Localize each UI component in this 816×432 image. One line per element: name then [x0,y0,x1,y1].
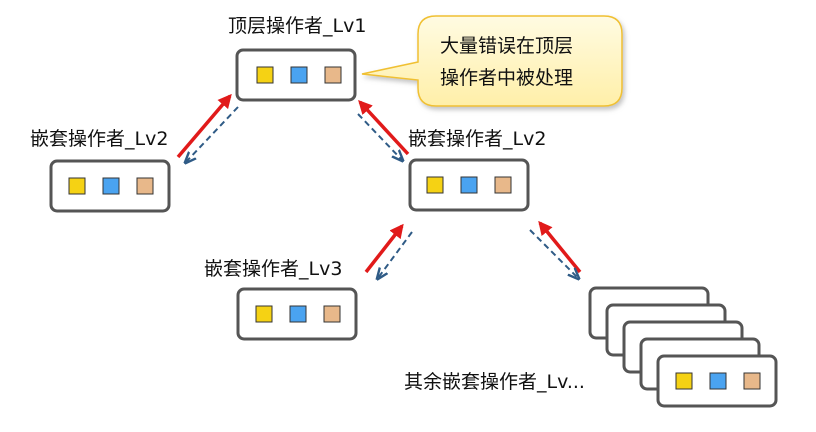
callout-text-line2: 操作者中被处理 [440,67,573,89]
error-arrow-rest-to-right-lv2 [538,220,582,274]
tan-square [743,372,761,390]
tan-square [323,305,341,323]
call-arrow-right-lv2-to-rest [529,229,578,278]
call-arrow-top-to-right-lv2 [357,113,402,160]
blue-square [102,177,120,195]
node-box-top [235,48,357,102]
tan-square [136,177,154,195]
node-label-top: 顶层操作者_Lv1 [228,15,366,37]
node-label-rest: 其余嵌套操作者_Lv... [404,371,585,393]
node-box-left-lv2 [49,159,171,213]
error-arrow-lv3-to-right-lv2 [364,223,404,274]
node-box-lv3 [236,287,358,341]
yellow-square [675,372,693,390]
node-label-lv3: 嵌套操作者_Lv3 [204,258,342,280]
call-arrow-right-lv2-to-lv3 [378,231,413,278]
yellow-square [256,66,274,84]
yellow-square [255,305,273,323]
error-arrow-left-lv2-to-top [176,93,232,159]
blue-square [290,66,308,84]
callout-bubble [361,15,623,107]
callout-text-line1: 大量错误在顶层 [440,35,573,57]
tan-square [494,176,512,194]
blue-square [460,176,478,194]
node-stack-rest [588,286,778,408]
tan-square [324,66,342,84]
node-label-right-lv2: 嵌套操作者_Lv2 [408,128,546,150]
blue-square [709,372,727,390]
node-box-right-lv2 [408,158,530,212]
error-arrow-right-lv2-to-top [358,99,410,156]
call-arrow-top-to-left-lv2 [186,106,239,162]
node-label-left-lv2: 嵌套操作者_Lv2 [30,128,168,150]
yellow-square [68,177,86,195]
blue-square [289,305,307,323]
yellow-square [426,176,444,194]
